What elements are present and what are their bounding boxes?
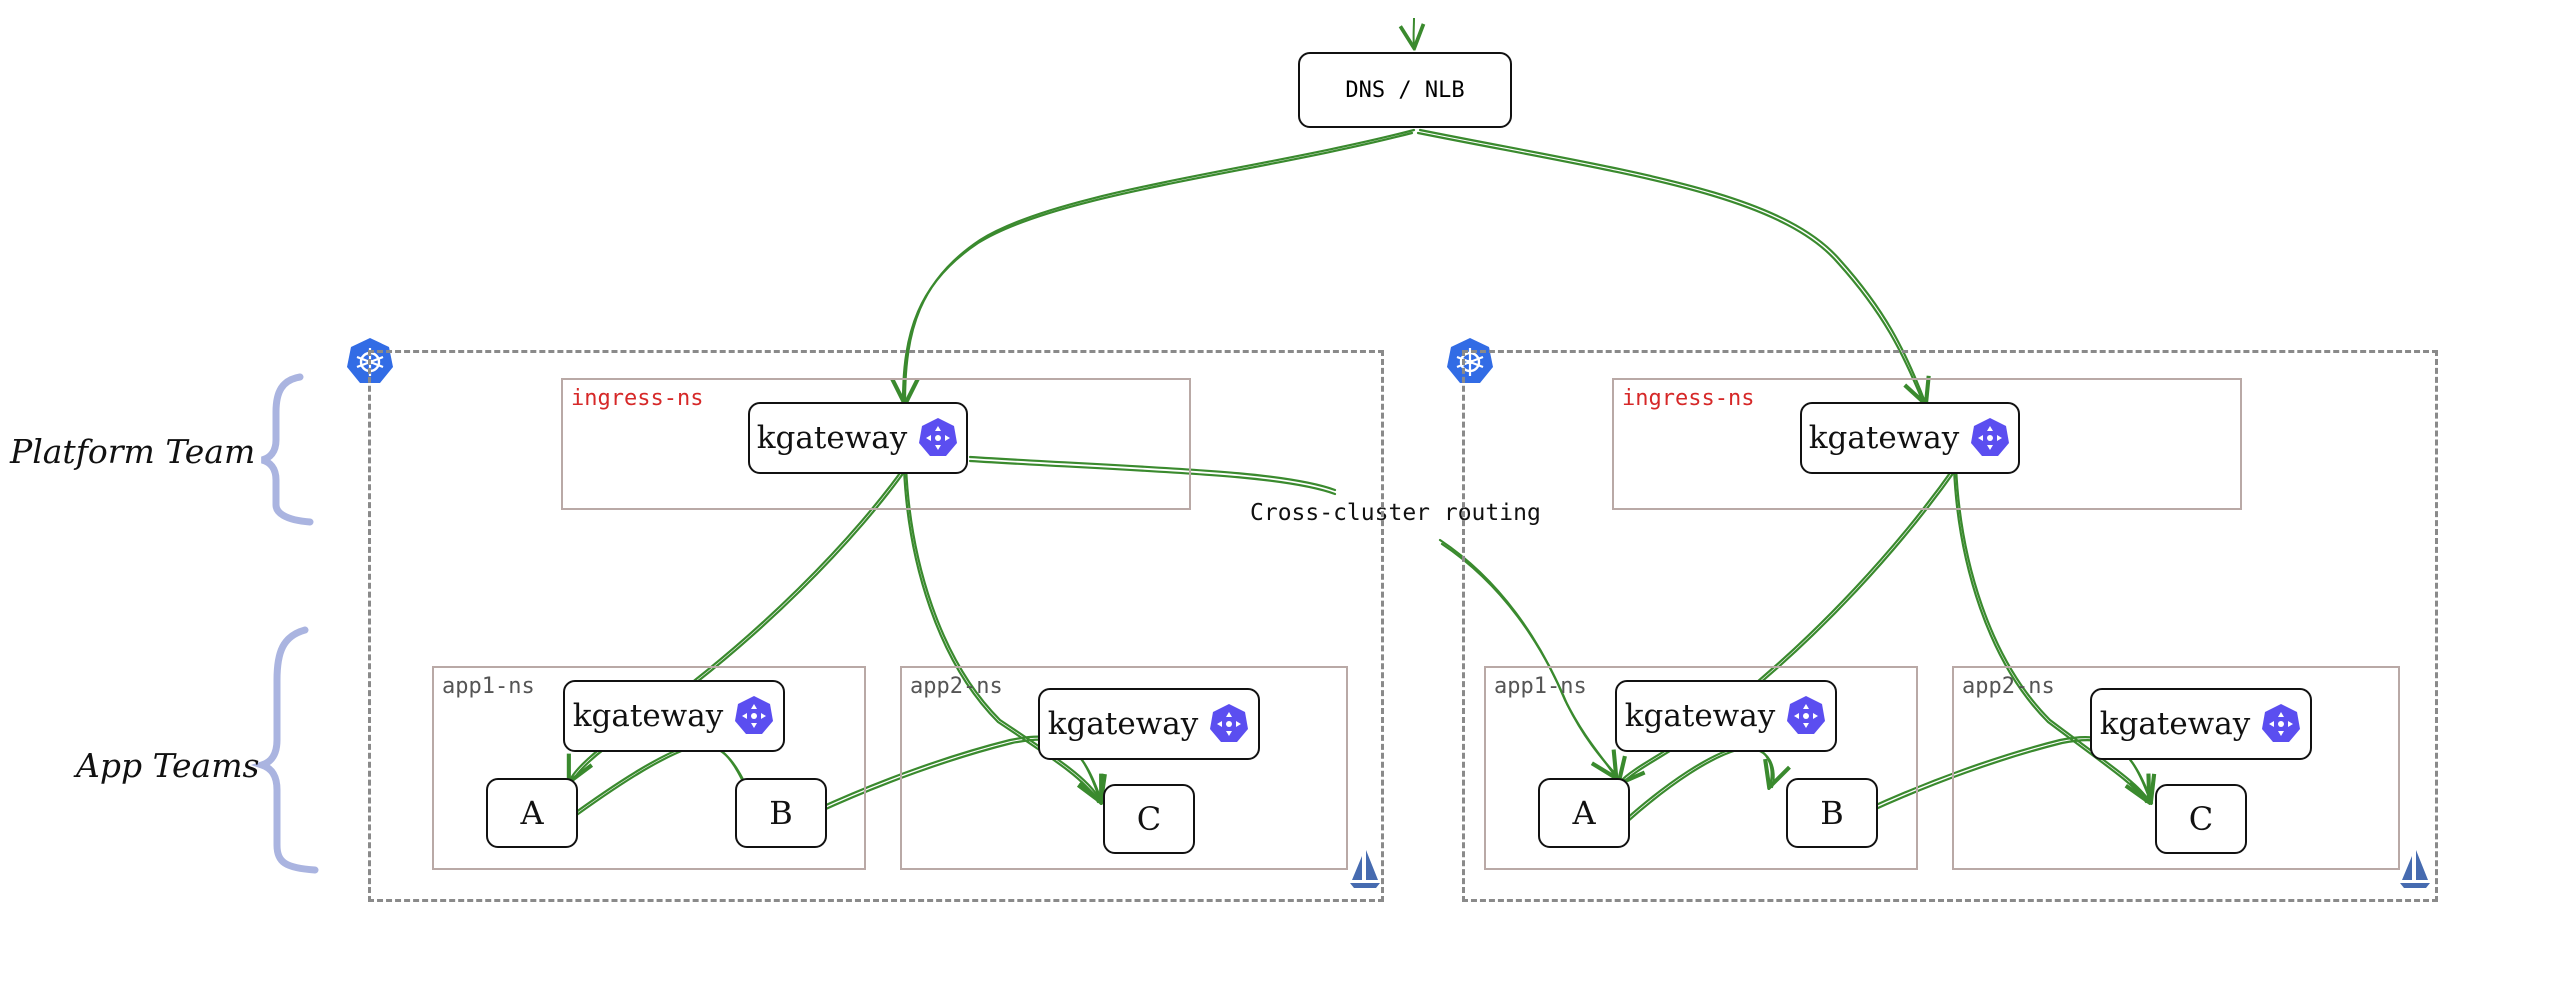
- app-brace: [250, 626, 319, 874]
- service-b: B: [1786, 778, 1878, 848]
- kgateway-ingress: kgateway: [1800, 402, 2020, 474]
- app2-ns-box: app2-ns: [900, 666, 1348, 870]
- platform-team-label: Platform Team: [10, 432, 256, 471]
- cross-cluster-label: Cross-cluster routing: [1248, 500, 1543, 526]
- app1-ns-box: app1-ns: [432, 666, 866, 870]
- dns-nlb-box: DNS / NLB: [1298, 52, 1512, 128]
- service-label: B: [769, 794, 793, 832]
- dns-to-cluster2-arrow: [1418, 128, 1925, 402]
- service-a: A: [486, 778, 578, 848]
- platform-brace: [260, 373, 314, 526]
- service-c: C: [1103, 784, 1195, 854]
- kgateway-icon: [735, 696, 774, 734]
- service-c: C: [2155, 784, 2247, 854]
- kgateway-ingress: kgateway: [748, 402, 968, 474]
- kgateway-icon: [919, 418, 958, 456]
- kgateway-app1: kgateway: [563, 680, 785, 752]
- service-a: A: [1538, 778, 1630, 848]
- dns-nlb-label: DNS / NLB: [1345, 77, 1465, 103]
- ingress-ns-box: ingress-ns: [1612, 378, 2242, 510]
- service-label: C: [2188, 800, 2214, 838]
- ns-label: app2-ns: [910, 674, 1003, 699]
- cross-cluster-arrow: [968, 455, 1337, 492]
- service-label: C: [1136, 800, 1162, 838]
- kgateway-icon: [2262, 704, 2301, 742]
- kgateway-icon: [1971, 418, 2010, 456]
- service-label: B: [1820, 794, 1844, 832]
- gateway-label: kgateway: [1047, 706, 1199, 742]
- ingress-ns-box: ingress-ns: [561, 378, 1191, 510]
- ns-label: ingress-ns: [1622, 386, 1755, 411]
- service-label: A: [1572, 794, 1596, 832]
- kgateway-icon: [1787, 696, 1826, 734]
- ns-label: app1-ns: [442, 674, 535, 699]
- cluster-1: [368, 350, 1384, 902]
- dns-to-cluster1-arrow: [905, 128, 1416, 402]
- ns-label: ingress-ns: [571, 386, 704, 411]
- gateway-label: kgateway: [1624, 698, 1776, 734]
- kgateway-app2: kgateway: [2090, 688, 2312, 760]
- app2-ns-box: app2-ns: [1952, 666, 2400, 870]
- gateway-label: kgateway: [2099, 706, 2251, 742]
- app-teams-label: App Teams: [76, 746, 260, 785]
- ns-label: app1-ns: [1494, 674, 1587, 699]
- gateway-label: kgateway: [756, 420, 908, 456]
- kgateway-app2: kgateway: [1038, 688, 1260, 760]
- gateway-label: kgateway: [572, 698, 724, 734]
- app1-ns-box: app1-ns: [1484, 666, 1918, 870]
- kgateway-app1: kgateway: [1615, 680, 1837, 752]
- ns-label: app2-ns: [1962, 674, 2055, 699]
- gateway-label: kgateway: [1808, 420, 1960, 456]
- kgateway-icon: [1210, 704, 1249, 742]
- service-label: A: [520, 794, 544, 832]
- service-b: B: [735, 778, 827, 848]
- cluster-2: [1462, 350, 2438, 902]
